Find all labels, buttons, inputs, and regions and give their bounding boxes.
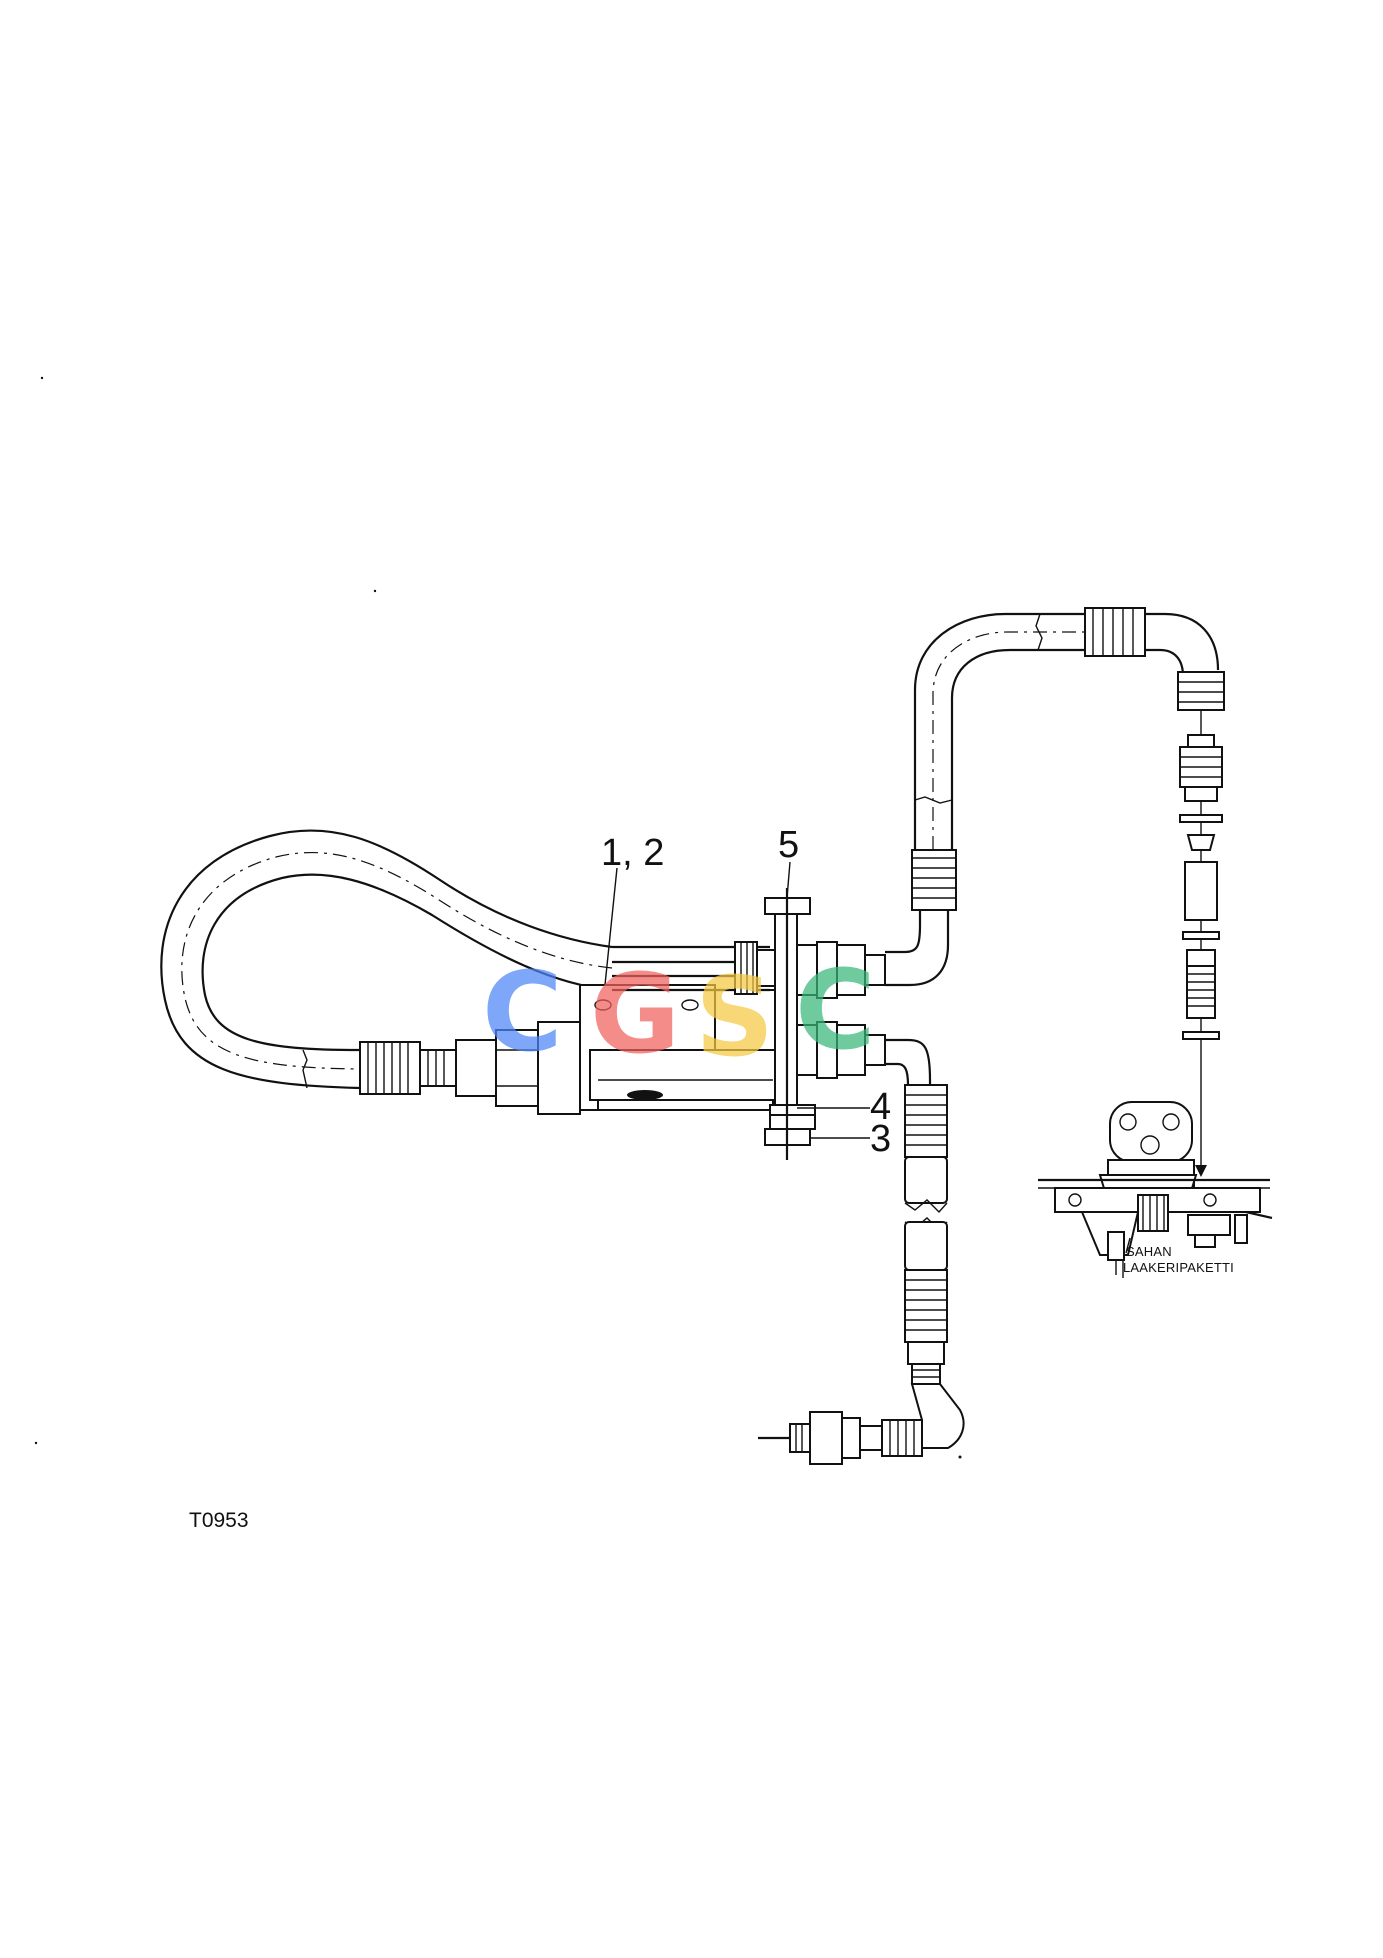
watermark-letter-g: G (590, 950, 680, 1078)
loop-hose-end-fitting (359, 1021, 581, 1115)
callout-5: 5 (778, 824, 800, 866)
loop-hose (160, 829, 613, 1090)
scan-specks (34, 376, 962, 1459)
watermark-letter-s: S (695, 953, 774, 1081)
assembly-label-line2: LAAKERIPAKETTI (1123, 1260, 1234, 1275)
lower-hose (758, 1038, 965, 1465)
saw-bearing-assembly (1038, 1101, 1273, 1275)
valve-body (579, 984, 781, 1111)
callout-leaders (604, 861, 1124, 1278)
cgsc-watermark: C G S C (482, 946, 876, 1081)
watermark-letter-c2: C (795, 946, 876, 1074)
upper-hose (885, 607, 1220, 987)
watermark-letter-c1: C (482, 948, 563, 1076)
upper-rods (612, 941, 776, 995)
callout-3: 3 (870, 1118, 892, 1160)
assembly-label-line1: SAHAN (1126, 1244, 1172, 1259)
callout-1-2: 1, 2 (601, 832, 665, 874)
fitting-stack (1177, 671, 1225, 1177)
mounting-plate (764, 888, 816, 1160)
plate-fittings (796, 941, 886, 1079)
figure-id: T0953 (189, 1509, 249, 1532)
callout-4: 4 (870, 1086, 892, 1128)
